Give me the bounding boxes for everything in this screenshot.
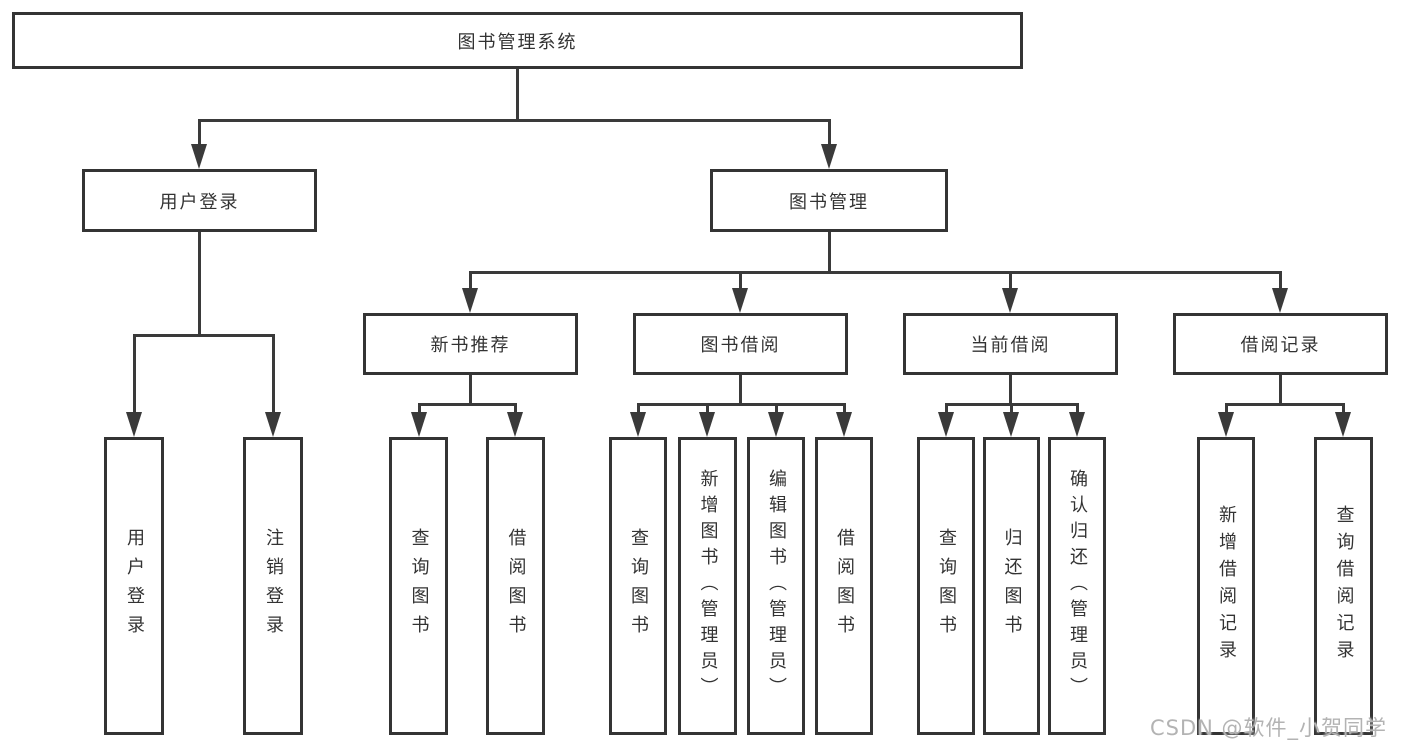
- connector-drop-query-borrow-record: [1342, 403, 1345, 416]
- leaf-query-borrow-record-label: 查询借阅记录: [1333, 505, 1355, 667]
- node-new-book-rec-label: 新书推荐: [430, 335, 511, 356]
- connector-level2-bar: [469, 271, 1282, 274]
- node-borrow-records-label: 借阅记录: [1240, 335, 1321, 356]
- node-user-login: 用户登录: [82, 169, 317, 232]
- leaf-confirm-return-admin: 确认归还（管理员）: [1048, 437, 1106, 735]
- arrow-into-add-books: [699, 412, 715, 437]
- node-book-mgmt: 图书管理: [710, 169, 948, 232]
- leaf-query-books-borrow: 查询图书: [609, 437, 667, 735]
- connector-drop-borrow-books-2: [843, 403, 846, 416]
- leaf-borrow-books-rec-label: 借阅图书: [505, 528, 527, 644]
- connector-drop-query-books-2: [637, 403, 640, 416]
- connector-level1-bar: [198, 119, 831, 122]
- leaf-add-borrow-record-label: 新增借阅记录: [1216, 505, 1237, 667]
- arrow-into-book-mgmt: [821, 144, 837, 169]
- connector-book-borrow-bar: [637, 403, 846, 406]
- connector-drop-return-books: [1010, 403, 1013, 416]
- leaf-logout: 注销登录: [243, 437, 303, 735]
- leaf-add-borrow-record: 新增借阅记录: [1197, 437, 1255, 735]
- leaf-confirm-return-admin-label: 确认归还（管理员）: [1067, 469, 1088, 703]
- arrow-into-confirm-return: [1069, 412, 1085, 437]
- arrow-into-borrow-records: [1272, 288, 1288, 313]
- connector-root-stem: [516, 69, 519, 121]
- node-book-borrow-label: 图书借阅: [700, 335, 781, 356]
- connector-user-login-stem: [198, 232, 201, 335]
- node-current-borrow-label: 当前借阅: [970, 335, 1051, 356]
- leaf-add-books-admin: 新增图书（管理员）: [678, 437, 737, 735]
- connector-drop-new-book-rec: [469, 271, 472, 291]
- connector-borrow-records-bar: [1225, 403, 1345, 406]
- leaf-user-login-label: 用户登录: [124, 528, 145, 644]
- leaf-borrow-books-rec: 借阅图书: [486, 437, 545, 735]
- connector-drop-query-books-1: [418, 403, 421, 416]
- csdn-watermark: CSDN @软件_小贺同学: [1150, 716, 1388, 740]
- arrow-into-query-books-2: [630, 412, 646, 437]
- connector-drop-confirm-return: [1076, 403, 1079, 416]
- arrow-into-add-borrow-record: [1218, 412, 1234, 437]
- node-user-login-label: 用户登录: [159, 191, 240, 213]
- node-root-system: 图书管理系统: [12, 12, 1023, 69]
- leaf-edit-books-admin: 编辑图书（管理员）: [747, 437, 805, 735]
- node-book-borrow: 图书借阅: [633, 313, 848, 375]
- leaf-query-books-current: 查询图书: [917, 437, 975, 735]
- connector-borrow-records-stem: [1279, 375, 1282, 405]
- leaf-borrow-books-borrow-label: 借阅图书: [834, 528, 855, 644]
- leaf-query-books-borrow-label: 查询图书: [628, 528, 649, 644]
- leaf-user-login: 用户登录: [104, 437, 164, 735]
- connector-drop-current-borrow: [1009, 271, 1012, 291]
- leaf-add-books-admin-label: 新增图书（管理员）: [697, 469, 719, 703]
- connector-book-borrow-stem: [739, 375, 742, 405]
- arrow-into-borrow-books-2: [836, 412, 852, 437]
- arrow-into-query-books-3: [938, 412, 954, 437]
- connector-book-mgmt-stem: [828, 232, 831, 273]
- arrow-into-query-books-1: [411, 412, 427, 437]
- arrow-into-edit-books: [768, 412, 784, 437]
- leaf-edit-books-admin-label: 编辑图书（管理员）: [766, 469, 787, 703]
- arrow-into-query-borrow-record: [1335, 412, 1351, 437]
- leaf-query-borrow-record: 查询借阅记录: [1314, 437, 1373, 735]
- connector-new-book-rec-bar: [418, 403, 517, 406]
- node-new-book-rec: 新书推荐: [363, 313, 578, 375]
- leaf-logout-label: 注销登录: [263, 528, 284, 644]
- node-borrow-records: 借阅记录: [1173, 313, 1388, 375]
- connector-drop-edit-books: [775, 403, 778, 416]
- connector-drop-leaf-logout: [272, 334, 275, 414]
- connector-drop-query-books-3: [945, 403, 948, 416]
- leaf-query-books-rec-label: 查询图书: [408, 528, 430, 644]
- connector-drop-leaf-user-login: [133, 334, 136, 414]
- arrow-into-leaf-user-login: [126, 412, 142, 437]
- connector-drop-borrow-records: [1279, 271, 1282, 291]
- leaf-query-books-current-label: 查询图书: [936, 528, 957, 644]
- arrow-into-leaf-logout: [265, 412, 281, 437]
- connector-user-login-bar: [133, 334, 275, 337]
- connector-new-book-rec-stem: [469, 375, 472, 405]
- arrow-into-return-books: [1003, 412, 1019, 437]
- connector-drop-user-login: [198, 119, 201, 149]
- leaf-return-books-label: 归还图书: [1001, 528, 1023, 644]
- connector-drop-book-mgmt: [828, 119, 831, 149]
- connector-drop-add-books: [706, 403, 709, 416]
- node-root-system-label: 图书管理系统: [457, 31, 578, 53]
- connector-drop-borrow-books-1: [514, 403, 517, 416]
- node-current-borrow: 当前借阅: [903, 313, 1118, 375]
- arrow-into-new-book-rec: [462, 288, 478, 313]
- arrow-into-book-borrow: [732, 288, 748, 313]
- arrow-into-user-login: [191, 144, 207, 169]
- leaf-borrow-books-borrow: 借阅图书: [815, 437, 873, 735]
- connector-drop-add-borrow-record: [1225, 403, 1228, 416]
- connector-current-borrow-stem: [1009, 375, 1012, 405]
- leaf-return-books: 归还图书: [983, 437, 1040, 735]
- node-book-mgmt-label: 图书管理: [789, 191, 869, 213]
- arrow-into-current-borrow: [1002, 288, 1018, 313]
- arrow-into-borrow-books-1: [507, 412, 523, 437]
- leaf-query-books-rec: 查询图书: [389, 437, 448, 735]
- connector-drop-book-borrow: [739, 271, 742, 291]
